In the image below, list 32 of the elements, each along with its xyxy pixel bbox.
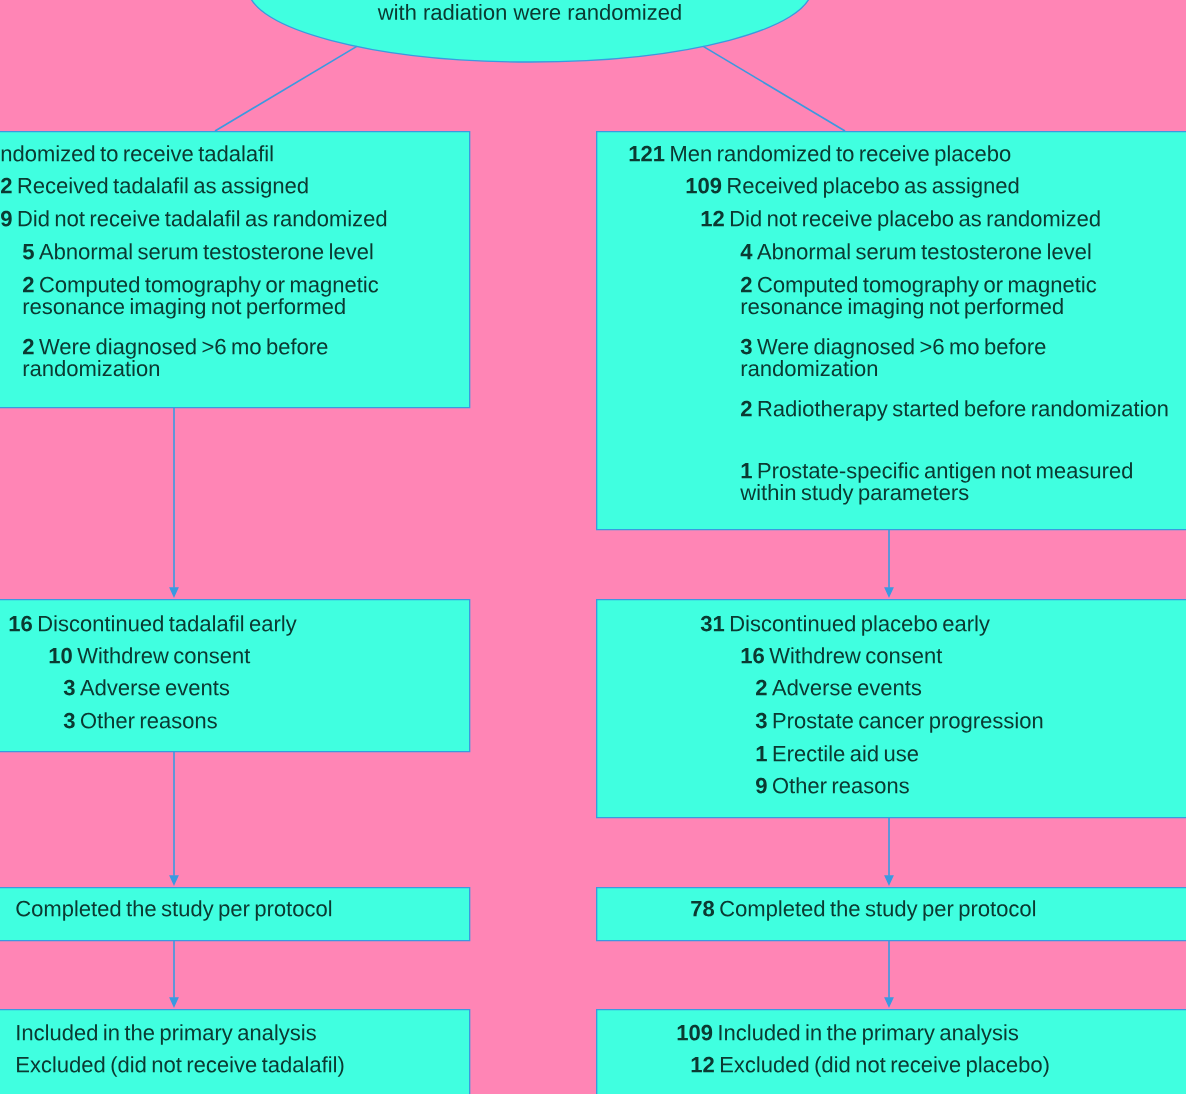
list-item: 3 Adverse events — [63, 679, 230, 696]
list-item: 2 Computed tomography or magnetic resonance imaging not performed — [23, 276, 379, 319]
connector-line — [214, 45, 358, 132]
list-item: 1 Prostate-specific antigen not measured within study parameters — [740, 462, 1132, 505]
list-item: Completed the study per protocol — [16, 900, 332, 921]
list-item: 2 Received tadalafil as assigned — [1, 177, 308, 198]
list-item: 2 Computed tomography or magnetic resonance imaging not performed — [741, 276, 1097, 319]
list-item: 2 Were diagnosed >6 mo before randomization — [23, 338, 328, 377]
list-item: 9 Other reasons — [756, 777, 909, 794]
list-item: 3 Other reasons — [63, 712, 217, 729]
list-item: 12 Excluded (did not receive placebo) — [691, 1056, 1049, 1077]
list-item: 16 Withdrew consent — [741, 647, 943, 664]
list-item: 1 Erectile aid use — [756, 745, 918, 762]
list-item: ndomized to receive tadalafil — [1, 145, 273, 162]
list-item: 4 Abnormal serum testosterone level — [740, 243, 1091, 260]
list-item: 5 Abnormal serum testosterone level — [22, 243, 373, 260]
list-item: 78 Completed the study per protocol — [691, 900, 1036, 921]
list-item: 109 Received placebo as assigned — [686, 177, 1019, 198]
list-item: 16 Discontinued tadalafil early — [9, 615, 297, 636]
list-item: 121 Men randomized to receive placebo — [629, 145, 1011, 166]
list-item: 2 Radiotherapy started before randomization — [741, 400, 1168, 421]
list-item: 3 Prostate cancer progression — [755, 712, 1043, 733]
list-item: 2 Adverse events — [756, 679, 922, 696]
list-item: 109 Included in the primary analysis — [677, 1024, 1019, 1045]
list-item: 12 Did not receive placebo as randomized — [701, 210, 1100, 231]
list-item: 9 Did not receive tadalafil as randomized — [1, 210, 387, 227]
list-item: 31 Discontinued placebo early — [700, 615, 990, 636]
list-item: Excluded (did not receive tadalafil) — [17, 1056, 344, 1077]
list-item: Included in the primary analysis — [17, 1024, 316, 1045]
list-item: 3 Were diagnosed >6 mo before randomization — [740, 338, 1046, 377]
list-item: 10 Withdrew consent — [49, 647, 251, 664]
connector-line — [702, 45, 846, 132]
